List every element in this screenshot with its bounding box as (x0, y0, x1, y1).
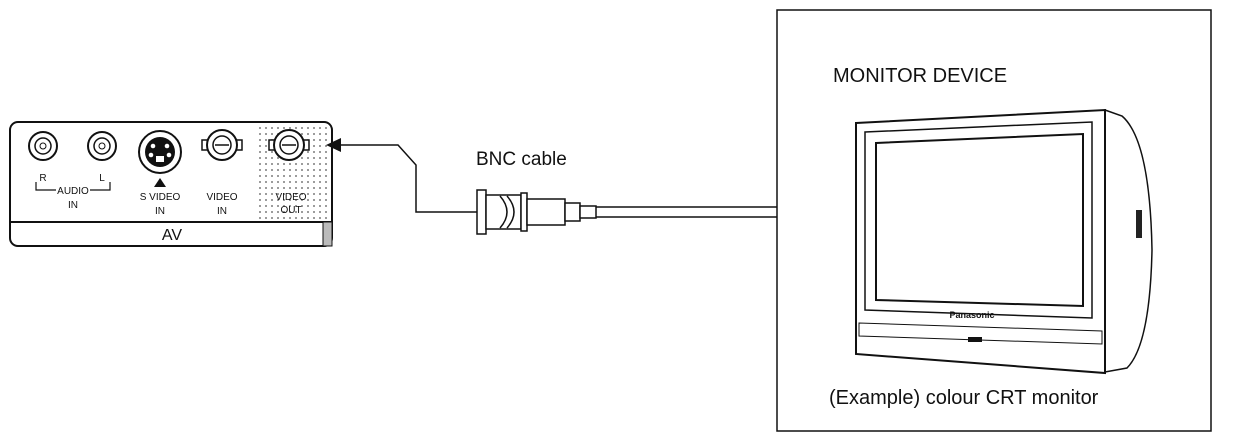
audio-label: AUDIO (57, 186, 89, 197)
monitor-title: MONITOR DEVICE (833, 65, 1007, 87)
audio-r-jack[interactable] (28, 131, 58, 161)
crt-monitor-icon: Panasonic (855, 108, 1153, 375)
connection-arrow-icon (326, 138, 341, 152)
video-out-jack[interactable] (268, 129, 310, 161)
bnc-cable-label: BNC cable (476, 149, 567, 170)
s-video-label: S VIDEO (140, 192, 181, 203)
audio-l-jack[interactable] (87, 131, 117, 161)
bnc-plug-icon (476, 189, 597, 235)
video-out-label: VIDEO (275, 192, 306, 203)
av-panel-side-tab (322, 221, 333, 247)
s-video-arrow-icon (154, 178, 166, 187)
video-in-label: VIDEO (206, 192, 237, 203)
audio-bracket-left (35, 182, 56, 191)
audio-r-label: R (39, 173, 46, 184)
av-section-label: AV (162, 227, 182, 244)
bnc-cable: BNC cable (326, 138, 778, 235)
monitor-device: MONITOR DEVICE Panasonic (Example) colou… (776, 9, 1212, 432)
video-in-jack[interactable] (201, 129, 243, 161)
av-panel: R L AUDIO IN S VIDEO IN VIDEO IN VIDEO O… (9, 121, 333, 247)
s-video-in-label: IN (155, 206, 165, 217)
audio-in-label: IN (68, 200, 78, 211)
s-video-jack[interactable] (138, 130, 182, 187)
audio-l-label: L (99, 173, 105, 184)
monitor-brand-label: Panasonic (949, 310, 994, 320)
cable-lead (330, 144, 478, 213)
audio-bracket-right (90, 182, 111, 191)
video-out-out-label: OUT (280, 205, 301, 216)
monitor-caption: (Example) colour CRT monitor (829, 387, 1099, 409)
video-in-in-label: IN (217, 206, 227, 217)
